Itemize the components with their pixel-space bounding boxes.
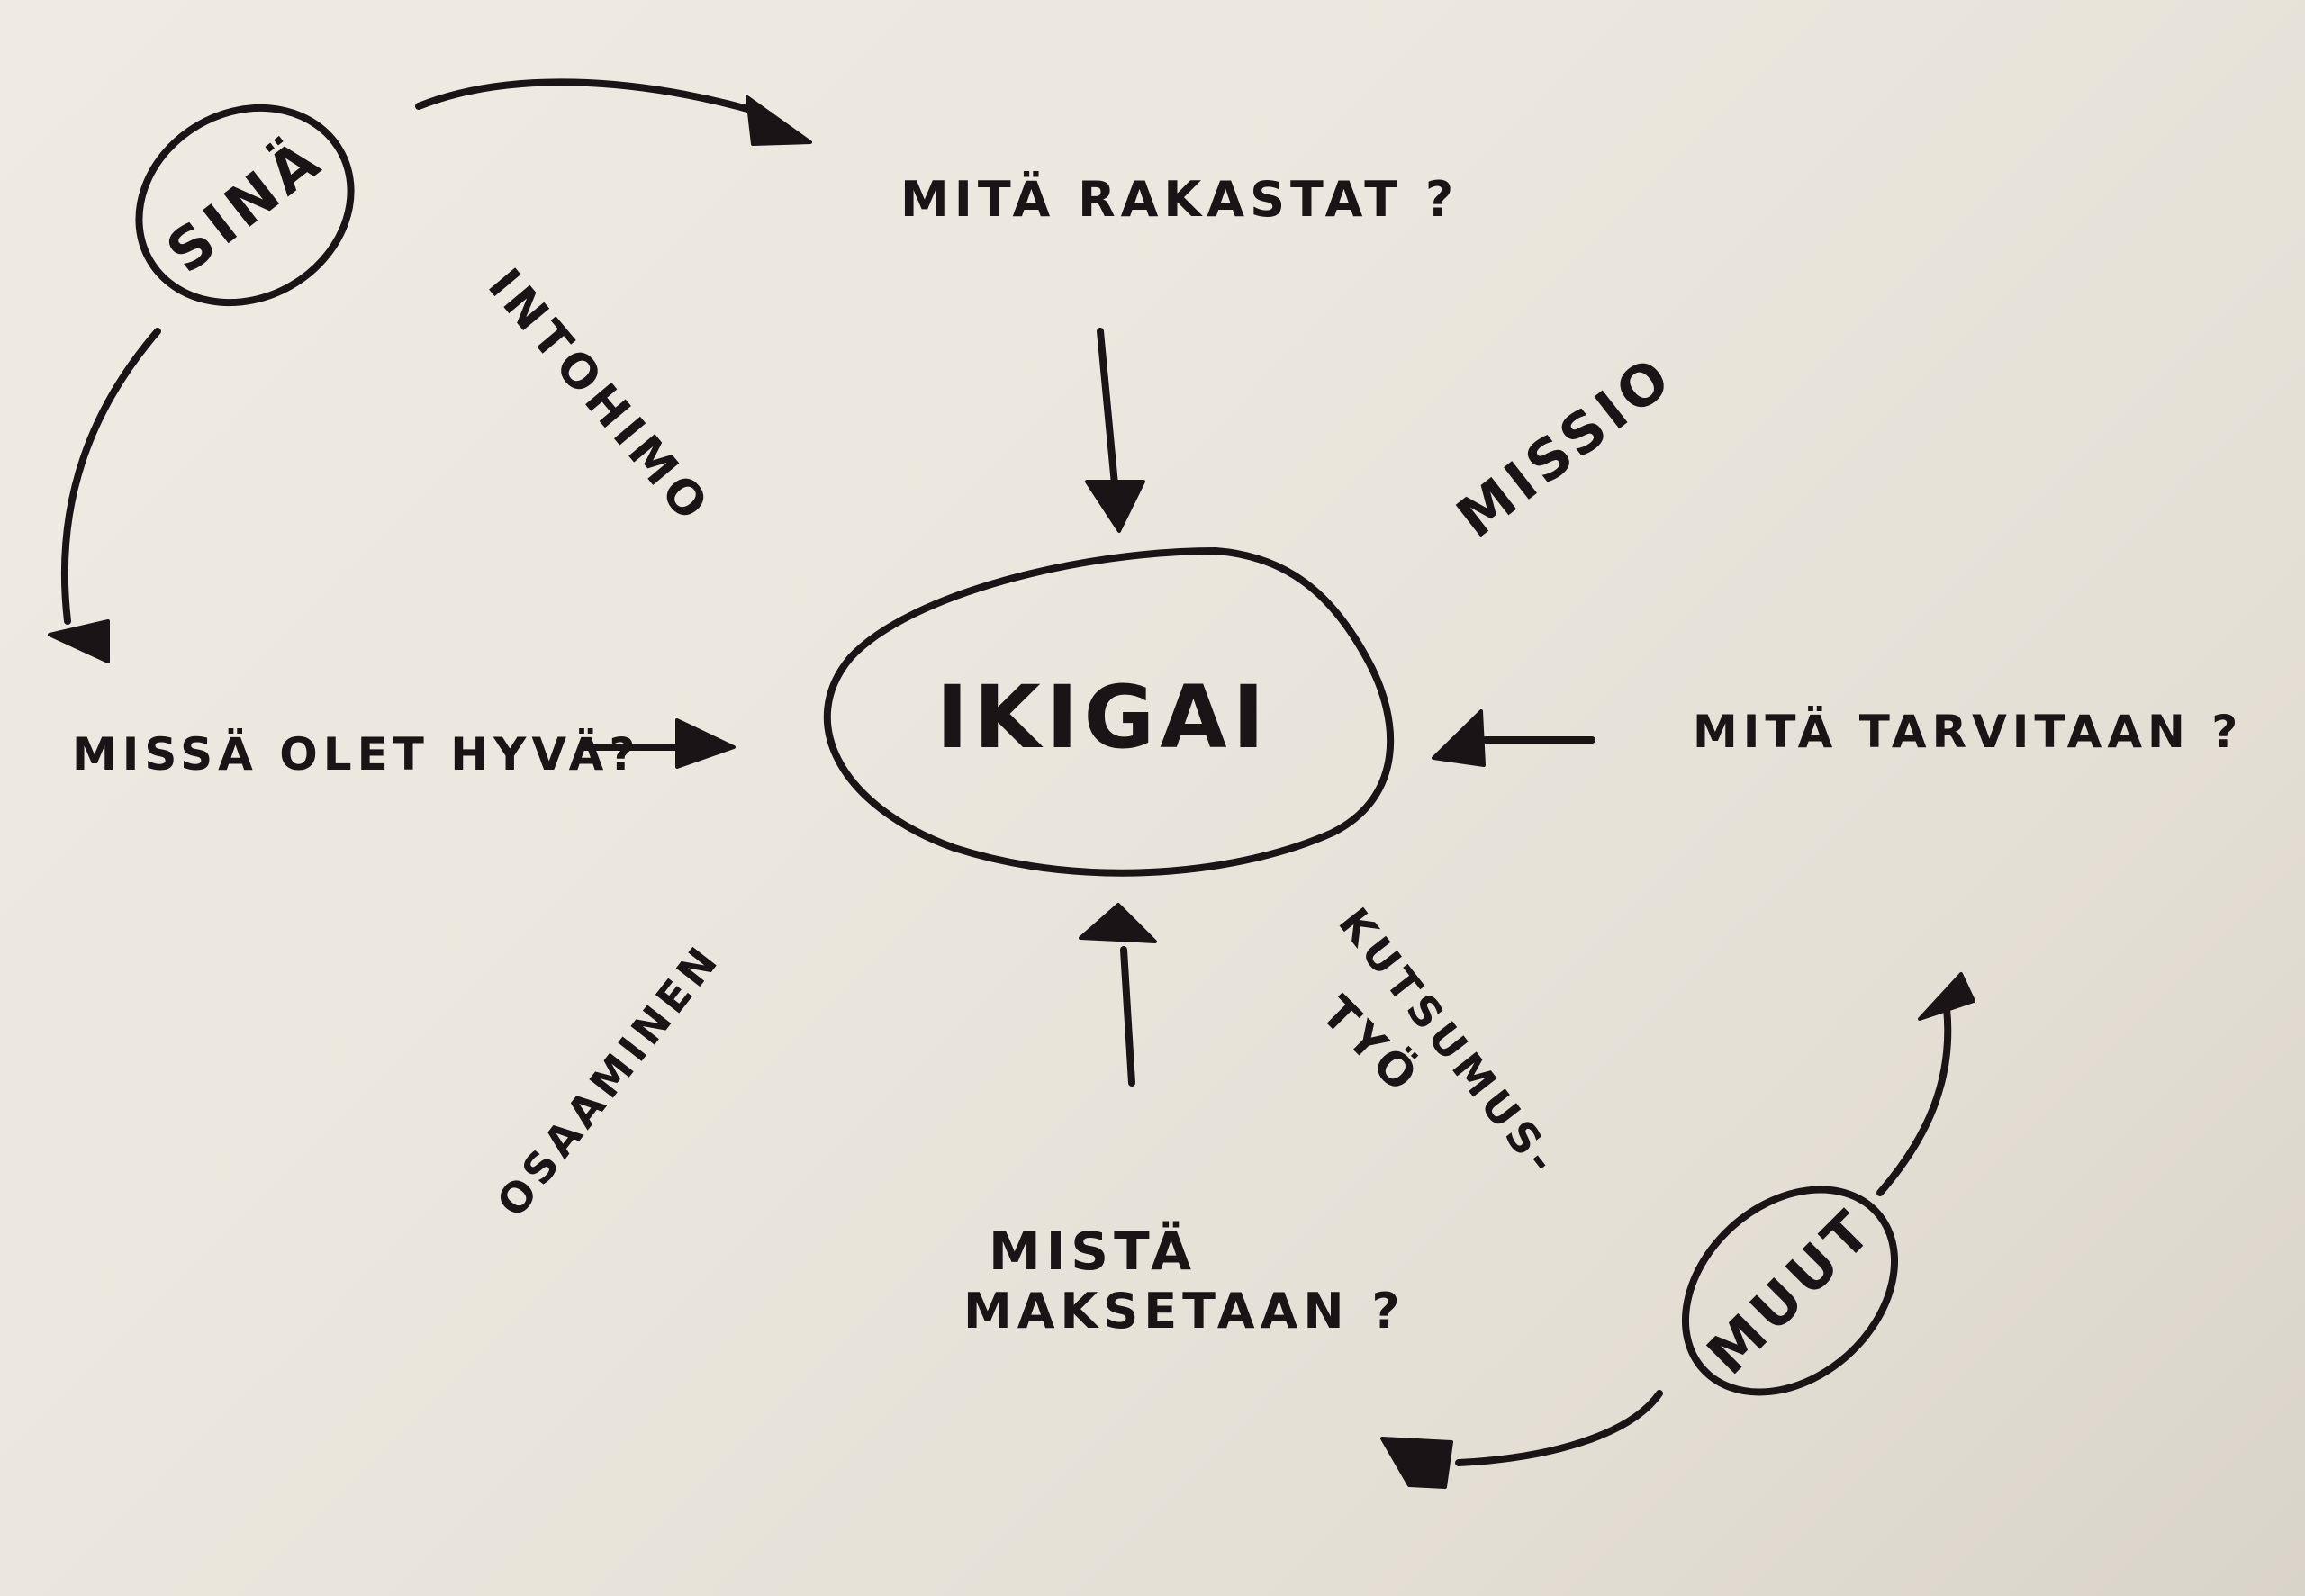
arrow-love-to-center-head: [1085, 480, 1145, 533]
arrow-self-to-love-head: [746, 95, 812, 146]
arrow-others-to-needed-head: [1918, 972, 1975, 1021]
question-paid-line1: MISTÄ: [989, 1220, 1197, 1282]
center-label: IKIGAI: [936, 667, 1270, 768]
arrow-others-to-paid: [1455, 1390, 1663, 1466]
arrow-paid-to-center: [1120, 946, 1135, 1087]
arrow-self-to-good-at: [60, 328, 161, 625]
question-good-at: MISSÄ OLET HYVÄ?: [72, 728, 640, 780]
arrow-others-to-needed: [1876, 1005, 1952, 1196]
question-paid-line2: MAKSETAAN ?: [963, 1283, 1406, 1339]
arrow-needed-to-center-head: [1432, 709, 1486, 767]
arrow-love-to-center: [1097, 328, 1118, 488]
others-ellipse: [1681, 1186, 1899, 1396]
arrow-others-to-paid-head: [1380, 1437, 1453, 1489]
ikigai-blob: [823, 547, 1395, 877]
question-needed: MITÄ TARVITAAN ?: [1693, 706, 2243, 758]
overlap-passion: INTOHIMO: [477, 259, 721, 535]
question-love: MITÄ RAKASTAT ?: [900, 171, 1459, 228]
others-label: MUUT: [1695, 1195, 1886, 1387]
self-label: SINÄ: [154, 123, 336, 286]
arrow-good-at-to-center-head: [675, 718, 736, 769]
overlap-profession: OSAAMINEN: [487, 934, 730, 1226]
arrow-self-to-love: [415, 78, 773, 119]
arrow-self-to-good-at-head: [48, 619, 110, 663]
overlap-mission: MISSIO: [1444, 342, 1686, 551]
self-ellipse: [135, 104, 355, 307]
arrow-paid-to-center-head: [1079, 903, 1157, 943]
